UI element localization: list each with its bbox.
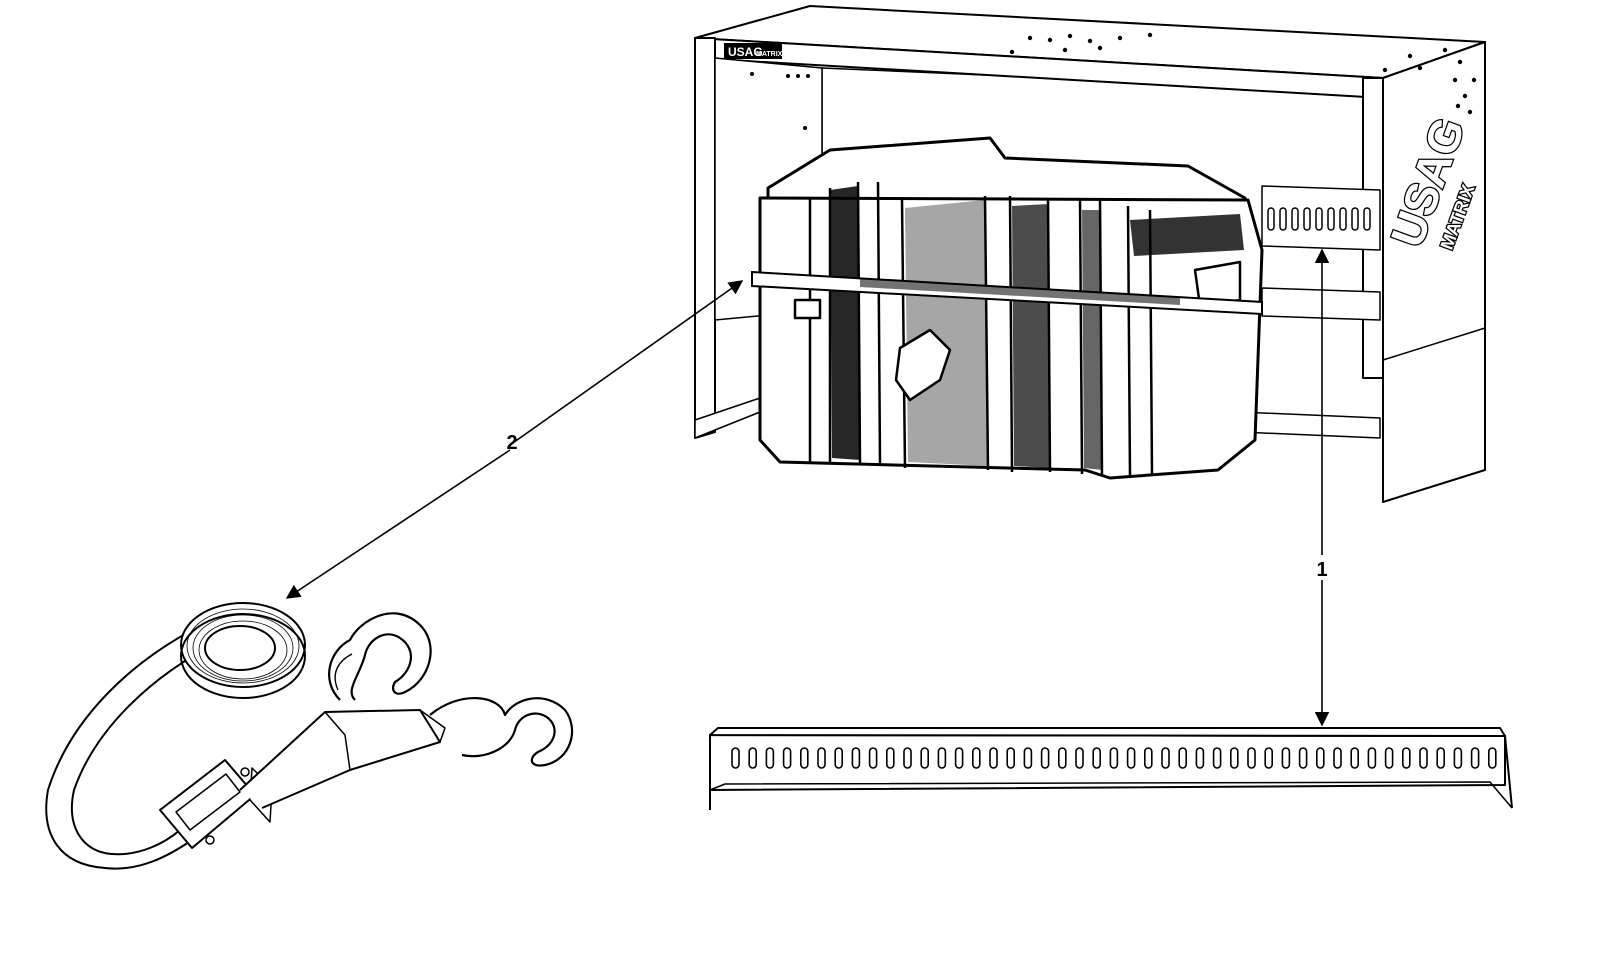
rail-slot xyxy=(851,747,861,769)
leader-2-to-ratchet xyxy=(285,449,511,599)
rail-slot xyxy=(1178,747,1187,769)
rail-slot xyxy=(1092,747,1101,769)
cabinet-left-panel xyxy=(694,37,716,439)
rail-slot xyxy=(1350,747,1359,769)
rail-slot xyxy=(1006,747,1016,769)
rail-slot xyxy=(1161,747,1170,769)
rail-slot xyxy=(1195,747,1205,769)
rail-slot xyxy=(1316,747,1325,769)
rail-slot xyxy=(954,747,964,769)
rail-slot xyxy=(1212,747,1222,769)
rail-slot xyxy=(989,747,998,769)
rail-slot xyxy=(1419,747,1428,769)
part-1-rail xyxy=(709,727,1513,810)
cabinet-mounting-holes xyxy=(750,32,1477,130)
rail-slot xyxy=(748,747,758,769)
leader-lines xyxy=(285,248,1330,727)
strap-on-cases xyxy=(751,270,1263,316)
rail-slot xyxy=(885,747,895,769)
rail-slot xyxy=(1230,747,1239,769)
rail-slot xyxy=(1470,747,1480,769)
strap-roll xyxy=(180,602,306,699)
rail-slot xyxy=(782,747,792,769)
rail-slot xyxy=(834,747,844,769)
rail-slot xyxy=(1333,747,1342,769)
rail-slot xyxy=(1058,747,1067,769)
rail-slot xyxy=(1144,747,1153,769)
rail-slot xyxy=(1040,747,1050,769)
s-hook-lower xyxy=(429,697,574,767)
rail-slot xyxy=(868,747,878,769)
rail-slot xyxy=(1281,747,1291,769)
rail-slot xyxy=(1109,747,1119,769)
rail-slot xyxy=(1264,747,1273,769)
rail-slot xyxy=(971,747,981,769)
cabinet-floor-rail xyxy=(1239,411,1381,439)
rail-slot xyxy=(1367,747,1377,769)
logo-sub-text: MATRIX xyxy=(756,51,783,58)
front-logo-badge: USAG MATRIX xyxy=(724,43,783,59)
rail-slot xyxy=(1402,747,1411,769)
s-hook-upper xyxy=(328,612,432,701)
rail-slot xyxy=(1126,747,1136,769)
part-1-rail-slots xyxy=(731,747,1497,769)
logo-main-text: USAG xyxy=(728,45,763,59)
rail-slot xyxy=(731,747,740,769)
rail-slot xyxy=(817,747,826,769)
rail-slot xyxy=(1384,747,1394,769)
rail-slot xyxy=(765,747,775,769)
rail-slot xyxy=(1488,747,1497,769)
rail-slot xyxy=(1075,747,1084,769)
rail-slot xyxy=(937,747,947,769)
leader-2-to-strap xyxy=(509,280,744,446)
ratchet-buckle xyxy=(159,759,273,849)
rail-slot xyxy=(1247,747,1256,769)
rail-slot xyxy=(920,747,930,769)
rail-slot xyxy=(1298,747,1308,769)
rail-slot xyxy=(903,747,912,769)
rail-slot xyxy=(1453,747,1463,769)
part-2-ratchet-strap xyxy=(45,602,574,870)
rail-slot xyxy=(1023,747,1033,769)
cabinet-rail-slots xyxy=(1267,207,1371,231)
cabinet-rear-rail xyxy=(1261,185,1381,251)
rail-slot xyxy=(799,747,809,769)
callout-2: 2 xyxy=(506,432,517,454)
callout-1: 1 xyxy=(1316,559,1327,581)
rail-slot xyxy=(1436,747,1445,769)
cabinet-bottom-rail xyxy=(1261,287,1381,321)
tool-cases xyxy=(758,136,1264,480)
